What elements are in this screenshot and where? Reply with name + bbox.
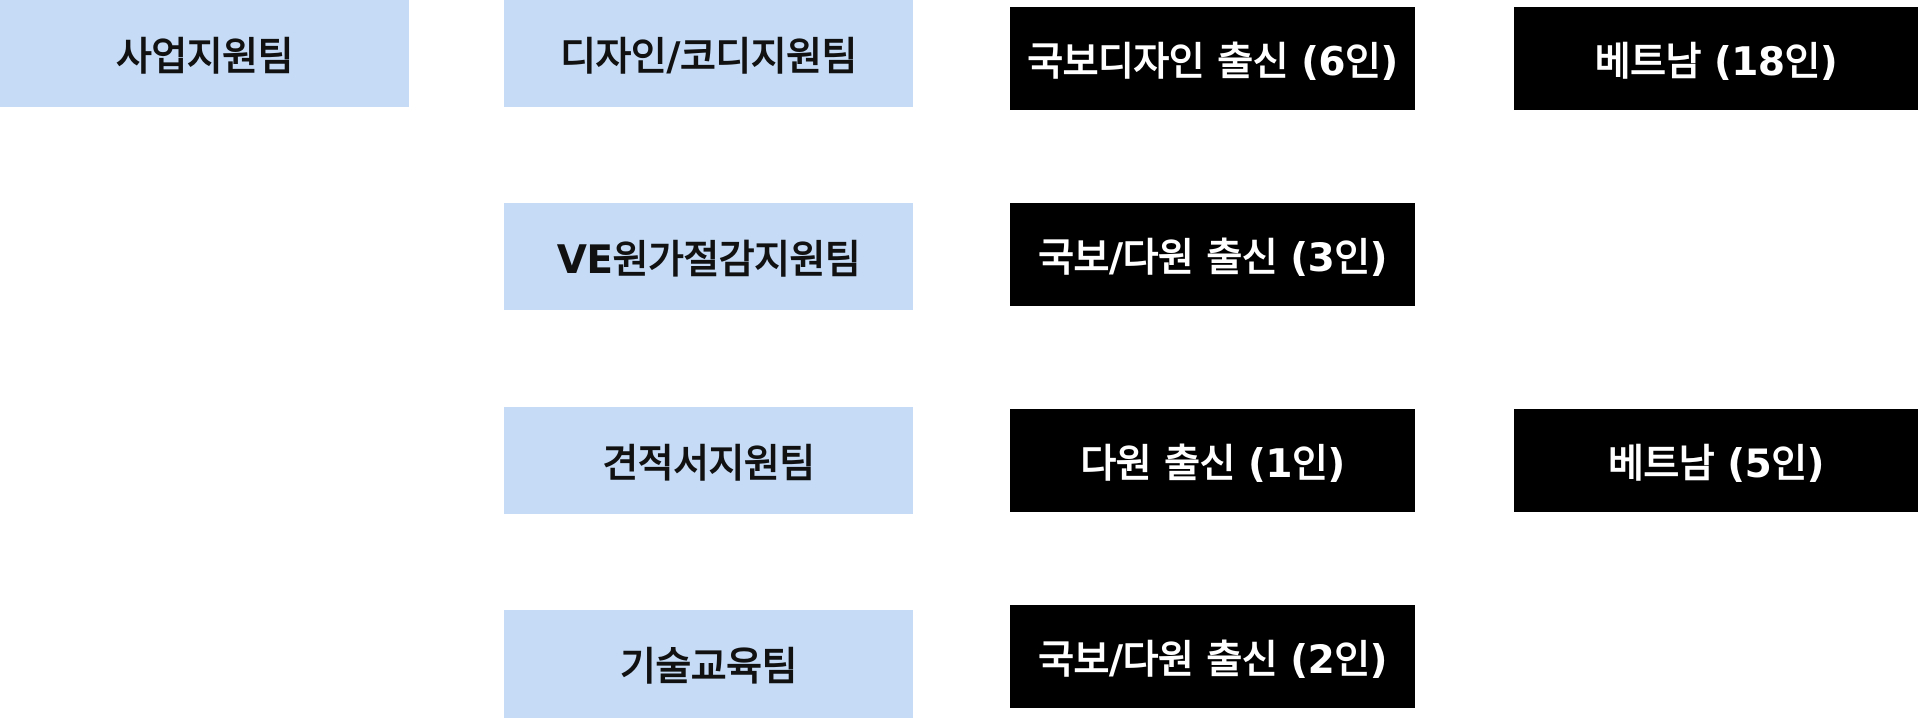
- team-box-estimate-support: 견적서지원팀: [504, 407, 913, 514]
- team-label: 디자인/코디지원팀: [560, 34, 857, 80]
- team-label: 기술교육팀: [620, 645, 797, 690]
- staff-box-vietnam-estimate: 베트남 (5인): [1514, 409, 1918, 512]
- team-label: 견적서지원팀: [602, 441, 815, 487]
- team-box-business-support: 사업지원팀: [0, 0, 409, 107]
- staff-box-design-origin: 국보디자인 출신 (6인): [1010, 7, 1415, 110]
- staff-box-ve-origin: 국보/다원 출신 (3인): [1010, 203, 1415, 306]
- team-label: 사업지원팀: [116, 34, 293, 80]
- team-box-design-coordination: 디자인/코디지원팀: [504, 0, 913, 107]
- staff-box-estimate-origin: 다원 출신 (1인): [1010, 409, 1415, 512]
- staff-label: 베트남 (18인): [1594, 39, 1838, 85]
- team-label: VE원가절감지원팀: [556, 237, 861, 283]
- team-box-ve-cost-reduction: VE원가절감지원팀: [504, 203, 913, 310]
- staff-box-vietnam-design: 베트남 (18인): [1514, 7, 1918, 110]
- staff-box-education-origin: 국보/다원 출신 (2인): [1010, 605, 1415, 708]
- team-box-technical-education: 기술교육팀: [504, 610, 913, 718]
- staff-label: 다원 출신 (1인): [1080, 441, 1345, 487]
- staff-label: 국보/다원 출신 (3인): [1038, 235, 1387, 281]
- staff-label: 국보디자인 출신 (6인): [1027, 39, 1398, 85]
- staff-label: 국보/다원 출신 (2인): [1038, 637, 1387, 683]
- staff-label: 베트남 (5인): [1608, 441, 1824, 487]
